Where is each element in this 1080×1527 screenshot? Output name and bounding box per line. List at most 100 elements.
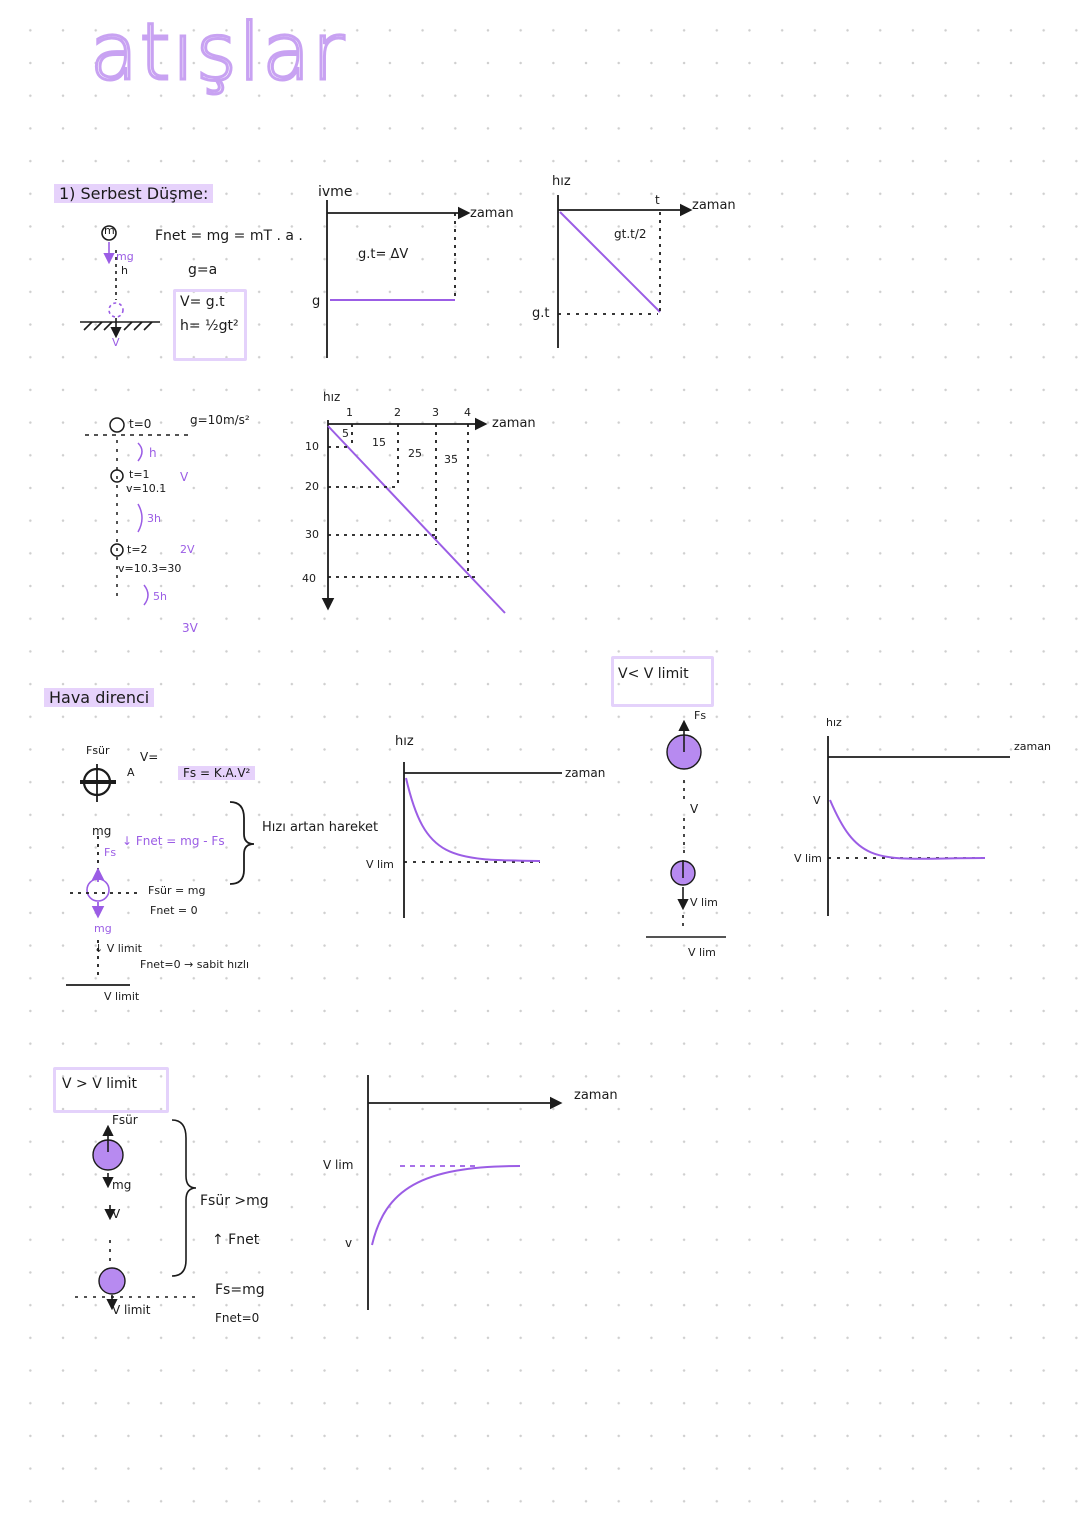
speed-time-graph (557, 195, 693, 348)
terminal-graph-ylabel: hız (395, 734, 414, 749)
fnet-equation-air: ↓ Fnet = mg - Fs (122, 834, 225, 848)
steps-graph-ylabel: hız (323, 390, 341, 404)
t1-label: t=1 (129, 468, 150, 481)
speed-graph-ylabel: hız (552, 174, 571, 189)
speed-graph-t-label: t (655, 193, 660, 207)
mg-label: mg (116, 250, 134, 263)
slow-vlim-label-2: V lim (688, 946, 716, 959)
speed-graph-xlabel: zaman (692, 198, 736, 213)
accel-graph-area-label: g.t= ΔV (358, 247, 409, 262)
air-resistance-heading: Hava direnci (44, 688, 155, 707)
h-segment-label: h (149, 446, 157, 460)
v-equals-label: V= (140, 750, 159, 764)
speed-graph-gt-label: g.t (532, 306, 550, 321)
accel-graph-xlabel: zaman (470, 206, 514, 221)
speed-steps-graph (321, 417, 506, 614)
free-fall-heading: 1) Serbest Düşme: (54, 184, 214, 203)
drop-positions-diagram (85, 417, 190, 606)
area-label-35: 35 (444, 453, 458, 466)
xtick-4: 4 (464, 406, 471, 419)
slow-graph-v-label: V (813, 794, 821, 807)
fs-label: Fs (104, 846, 117, 859)
2v-label: 2V (180, 543, 195, 556)
slow-graph-ylabel: hız (826, 716, 842, 729)
fast-v-label: V (112, 1207, 121, 1221)
v1-calc: v=10.1 (126, 482, 167, 495)
page-title: atışlar (88, 7, 347, 100)
fast-graph-vlim-label: V lim (323, 1158, 354, 1172)
t0-label: t=0 (129, 417, 152, 431)
5h-segment-label: 5h (153, 590, 167, 603)
fast-fsur-label: Fsür (112, 1113, 138, 1127)
fast-case-box (53, 1067, 169, 1113)
fast-mg-label: mg (112, 1178, 132, 1192)
fast-case-label: V > V limit (62, 1076, 138, 1092)
fast-graph-xlabel: zaman (574, 1088, 618, 1103)
slow-case-box (611, 656, 714, 707)
velocity-label: V (112, 336, 120, 349)
v2-calc: v=10.3=30 (118, 562, 182, 575)
area-label-5: 5 (342, 427, 349, 440)
ytick-40: 40 (302, 572, 316, 585)
xtick-2: 2 (394, 406, 401, 419)
mg-bottom-label: mg (94, 922, 112, 935)
ball-bottom (108, 302, 124, 318)
constant-speed-label: Fnet=0 → sabit hızlı (140, 958, 250, 971)
t2-label: t=2 (127, 543, 148, 556)
mass-label: m (104, 224, 115, 237)
accel-graph-ylabel: ivme (318, 184, 353, 200)
ytick-20: 20 (305, 480, 319, 493)
3h-segment-label: 3h (147, 512, 161, 525)
fs-equals-mg: Fs=mg (215, 1282, 265, 1298)
fsur-label: Fsür (86, 744, 110, 757)
slow-ball-graph (827, 736, 1010, 916)
fast-ball-diagram (75, 1119, 200, 1311)
slow-case-label: V< V limit (618, 666, 689, 682)
slow-graph-vlim-label: V lim (794, 852, 822, 865)
area-label-25: 25 (408, 447, 422, 460)
ytick-10: 10 (305, 440, 319, 453)
fast-graph-v-label: v (345, 1236, 353, 1250)
slow-v-label: V (690, 802, 699, 816)
air-resistance-diagram (66, 764, 255, 986)
ytick-30: 30 (305, 528, 319, 541)
steps-graph-xlabel: zaman (492, 416, 536, 431)
acceleration-time-graph (326, 200, 471, 358)
fnet-up: ↑ Fnet (212, 1232, 260, 1248)
speed-graph-area-label: gt.t/2 (614, 227, 647, 241)
fsur-equals-mg: Fsür = mg (148, 884, 206, 897)
ball-top (101, 225, 117, 241)
fast-vlimit-label: V limit (112, 1303, 151, 1317)
fast-ball-graph (367, 1075, 563, 1310)
fs-formula: Fs = K.A.V² (178, 766, 256, 780)
terminal-velocity-graph (403, 762, 562, 918)
slow-graph-xlabel: zaman (1014, 740, 1051, 753)
fsur-greater-mg: Fsür >mg (200, 1193, 269, 1209)
gravity-value: g=10m/s² (190, 413, 250, 427)
eq-velocity: V= g.t (180, 294, 225, 310)
xtick-1: 1 (346, 406, 353, 419)
slow-ball-diagram (646, 719, 726, 938)
height-label: h (121, 264, 128, 277)
v-label: V (180, 470, 189, 484)
xtick-3: 3 (432, 406, 439, 419)
terminal-graph-xlabel: zaman (565, 766, 606, 780)
v-limit-bottom: V limit (104, 990, 140, 1003)
terminal-graph-vlim: V lim (366, 858, 394, 871)
area-a-label: A (127, 766, 135, 779)
eq-g-equals-a: g=a (188, 262, 218, 278)
3v-label: 3V (182, 621, 198, 635)
area-label-15: 15 (372, 436, 386, 449)
fnet-equation: Fnet = mg = mT . a . (155, 228, 303, 244)
accel-graph-g-label: g (312, 294, 321, 309)
slow-vlim-label-1: V lim (690, 896, 718, 909)
accelerating-motion-label: Hızı artan hareket (262, 820, 379, 835)
slow-fs-label: Fs (694, 709, 707, 722)
formula-box (173, 289, 247, 361)
v-limit-label: ↓ V limit (94, 942, 142, 955)
fnet-zero-fast: Fnet=0 (215, 1311, 260, 1325)
free-fall-diagram (80, 225, 160, 339)
mg-top-label: mg (92, 824, 112, 838)
eq-height: h= ½gt² (180, 318, 239, 334)
